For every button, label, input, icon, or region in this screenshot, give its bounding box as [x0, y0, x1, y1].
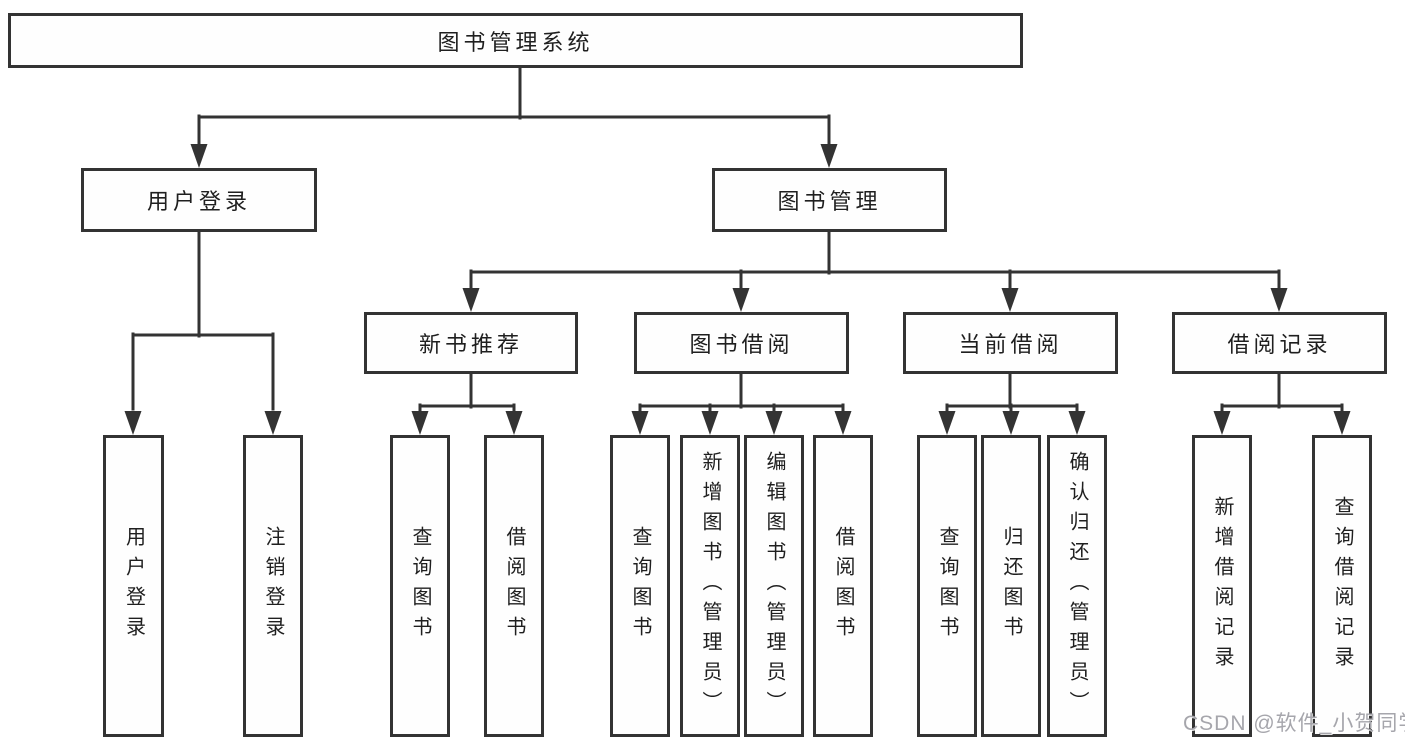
- node-label: 图书借阅: [689, 332, 794, 357]
- node-label: 用户登录: [146, 189, 251, 214]
- leaf-query-books-under-current: 查询图书: [917, 435, 977, 737]
- leaf-logout: 注销登录: [243, 435, 303, 737]
- connector-group: [124, 66, 1351, 435]
- leaf-add-book-admin: 新增图书（管理员）: [680, 435, 740, 737]
- leaf-add-borrow-record: 新增借阅记录: [1192, 435, 1252, 737]
- node-label: 图书管理系统: [437, 29, 594, 55]
- leaf-label: 查询图书: [936, 526, 958, 646]
- leaf-label: 编辑图书（管理员）: [763, 451, 785, 721]
- leaf-label: 查询图书: [409, 526, 431, 646]
- leaf-query-books-under-borrowing: 查询图书: [610, 435, 670, 737]
- leaf-user-login: 用户登录: [103, 435, 164, 737]
- node-book-management: 图书管理: [712, 168, 947, 232]
- leaf-label: 归还图书: [1000, 526, 1022, 646]
- leaf-query-books-under-recommend: 查询图书: [390, 435, 450, 737]
- node-label: 当前借阅: [958, 332, 1063, 357]
- leaf-label: 查询图书: [629, 526, 651, 646]
- leaf-borrow-books-under-recommend: 借阅图书: [484, 435, 544, 737]
- node-library-management-system: 图书管理系统: [8, 13, 1023, 68]
- leaf-label: 确认归还（管理员）: [1066, 451, 1088, 721]
- leaf-label: 注销登录: [262, 526, 284, 646]
- node-borrow-records: 借阅记录: [1172, 312, 1387, 374]
- leaf-borrow-books-under-borrowing: 借阅图书: [813, 435, 873, 737]
- leaf-label: 新增借阅记录: [1211, 496, 1233, 676]
- leaf-edit-book-admin: 编辑图书（管理员）: [744, 435, 804, 737]
- leaf-query-borrow-record: 查询借阅记录: [1312, 435, 1372, 737]
- leaf-label: 用户登录: [122, 526, 145, 646]
- leaf-label: 新增图书（管理员）: [699, 451, 721, 721]
- node-label: 借阅记录: [1227, 332, 1332, 357]
- node-label: 新书推荐: [418, 332, 523, 357]
- node-user-login: 用户登录: [81, 168, 317, 232]
- leaf-confirm-return-admin: 确认归还（管理员）: [1047, 435, 1107, 737]
- leaf-label: 借阅图书: [832, 526, 854, 646]
- node-current-borrowing: 当前借阅: [903, 312, 1118, 374]
- csdn-watermark: CSDN @软件_小贺同学: [1183, 712, 1405, 735]
- leaf-label: 查询借阅记录: [1331, 496, 1353, 676]
- node-new-book-recommend: 新书推荐: [364, 312, 578, 374]
- node-book-borrowing: 图书借阅: [634, 312, 849, 374]
- node-label: 图书管理: [777, 189, 882, 214]
- leaf-label: 借阅图书: [503, 526, 525, 646]
- leaf-return-books: 归还图书: [981, 435, 1041, 737]
